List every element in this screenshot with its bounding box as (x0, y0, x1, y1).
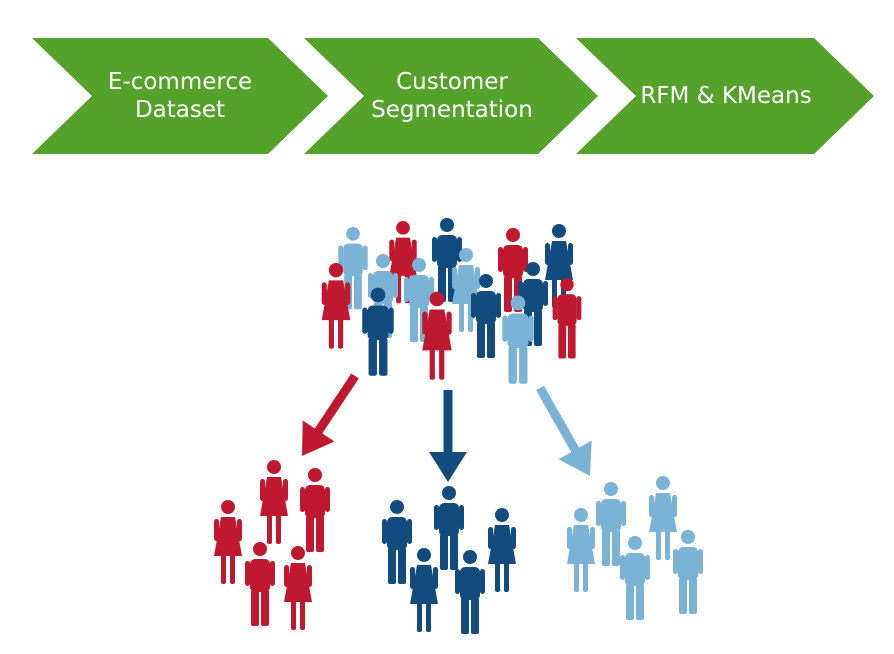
step-1-line1: E-commerce (107, 69, 253, 95)
person-icon (488, 508, 516, 592)
person-icon (455, 550, 485, 634)
person-icon (434, 486, 464, 570)
person-icon (596, 482, 626, 566)
step-3-label: RFM & KMeans (636, 38, 816, 154)
step-3-line1: RFM & KMeans (640, 83, 812, 109)
person-icon (649, 476, 677, 560)
step-1-line2: Dataset (134, 97, 226, 123)
process-chevrons (32, 38, 874, 154)
chevron-step-2 (304, 38, 598, 154)
chevron-step-1 (32, 38, 328, 154)
person-icon (382, 500, 412, 584)
step-2-line2: Segmentation (371, 97, 533, 123)
step-1-label: E-commerce Dataset (92, 38, 268, 154)
arrow-down-icon (536, 385, 592, 476)
arrow-down-icon (302, 373, 359, 456)
arrow-down-icon (429, 390, 467, 482)
person-icon (300, 468, 330, 552)
step-2-label: Customer Segmentation (364, 38, 540, 154)
person-icon (260, 460, 288, 544)
person-icon (567, 508, 595, 592)
person-icon (410, 548, 438, 632)
person-icon (284, 546, 312, 630)
chevron-step-3 (576, 38, 874, 154)
person-icon (620, 536, 650, 620)
step-2-line1: Customer (396, 69, 508, 95)
person-icon (673, 530, 703, 614)
person-icon (245, 542, 275, 626)
person-icon (214, 500, 242, 584)
